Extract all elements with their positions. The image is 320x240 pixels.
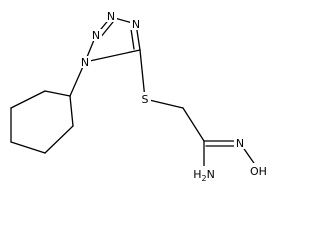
atom-n-ring-left: N	[81, 56, 89, 69]
bond-c5-n1	[84, 49, 141, 63]
atom-n-top-right: N	[107, 10, 115, 23]
bond-cp-3	[10, 141, 46, 154]
bonds	[10, 16, 259, 171]
bond-cp-6	[44, 90, 71, 97]
bond-s-ch2	[144, 98, 184, 109]
amine-h: H	[193, 168, 201, 181]
bond-cp-2	[44, 125, 74, 154]
atom-labels: N N N N S N OH H2N	[79, 10, 273, 183]
bond-cp-5	[10, 90, 46, 109]
amine-n: N	[207, 168, 215, 181]
bond-n4-c5-double	[130, 28, 135, 50]
atom-amine: H2N	[193, 168, 215, 183]
bond-c5-s	[139, 49, 146, 100]
molecule-diagram: N N N N S N OH H2N	[10, 10, 273, 183]
atom-n-top-left: N	[92, 29, 100, 42]
atom-imine-n: N	[236, 137, 244, 150]
atom-n-ring-right: N	[132, 18, 140, 31]
atom-hydroxyl: OH	[250, 165, 267, 178]
bond-n2-n3-double	[99, 21, 114, 39]
bond-ch2-c	[182, 107, 205, 142]
bond-cp-1	[69, 95, 74, 127]
atom-sulfur: S	[142, 93, 149, 106]
amine-subscript: 2	[201, 174, 206, 183]
